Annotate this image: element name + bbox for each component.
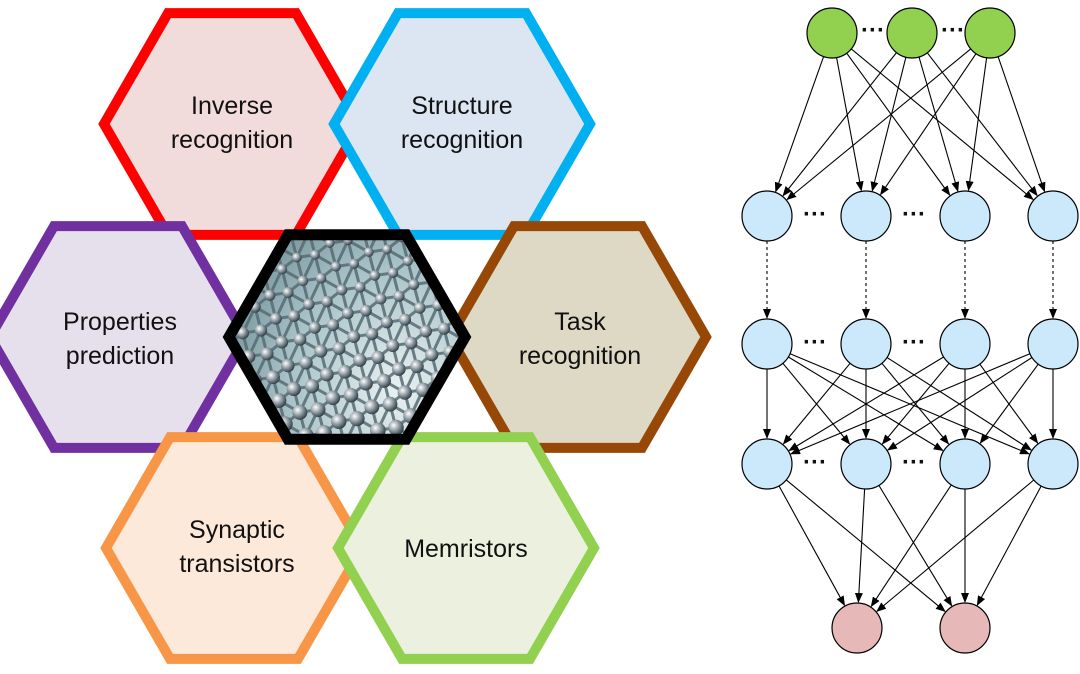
- hidden-layer1-ellipsis-2: ···: [902, 201, 926, 228]
- network-nodes: [741, 7, 1079, 654]
- hexagon-structure-recognition: Structure recognition: [328, 8, 596, 240]
- connection-hidden3-to-output: [870, 484, 952, 608]
- network-connections: [763, 48, 1057, 613]
- hidden-layer2-ellipsis-2: ···: [902, 329, 926, 356]
- hexagon-center-graphene: [222, 229, 472, 445]
- hexagon-inverse-line2: recognition: [171, 126, 293, 154]
- hexagon-synaptic-transistors: Synaptic transistors: [100, 432, 368, 664]
- connection-input-to-hidden1: [926, 52, 1038, 197]
- hexagon-synaptic-line1: Synaptic: [189, 516, 285, 544]
- input-layer-ellipsis-1: ···: [861, 17, 885, 44]
- hexagon-cluster: Inverse recognition Structure recognitio…: [0, 8, 712, 664]
- connection-hidden2-to-hidden3: [790, 353, 1031, 455]
- hexagon-memristors: Memristors: [332, 432, 600, 664]
- hidden3-node-2: [840, 438, 892, 490]
- input-node-2: [886, 7, 938, 59]
- connection-hidden3-to-output: [785, 479, 946, 613]
- input-node-1: [806, 7, 858, 59]
- connection-input-to-hidden1: [997, 56, 1046, 193]
- hexagon-task-line1: Task: [554, 308, 606, 336]
- connection-input-to-hidden1: [965, 57, 988, 192]
- hexagon-structure-shape: [328, 8, 596, 240]
- connection-input-to-hidden1: [880, 53, 977, 196]
- connection-hidden2-to-hidden3: [979, 363, 1039, 444]
- connection-hidden3-to-output: [878, 485, 953, 607]
- hexagon-structure-line2: recognition: [401, 126, 523, 154]
- input-layer-ellipsis-2: ···: [941, 17, 965, 44]
- hexagon-inverse-line1: Inverse: [191, 92, 273, 120]
- connection-hidden3-to-output: [976, 485, 1042, 606]
- hexagon-task-shape: [444, 221, 712, 453]
- hexagon-synaptic-shape: [100, 432, 368, 664]
- connection-input-to-hidden1: [774, 56, 825, 193]
- hidden3-node-3: [939, 438, 991, 490]
- connection-input-to-hidden1: [782, 52, 897, 197]
- hexagon-task-recognition: Task recognition: [444, 221, 712, 453]
- hidden1-node-2: [840, 190, 892, 242]
- connection-input-to-hidden1: [870, 57, 907, 192]
- hexagon-center-shape: [222, 229, 472, 445]
- connection-hidden3-to-output: [778, 485, 845, 607]
- connection-hidden2-to-hidden3: [881, 362, 950, 445]
- hexagon-inverse-shape: [98, 8, 366, 240]
- hidden2-node-1: [741, 318, 793, 370]
- hidden3-node-4: [1027, 438, 1079, 490]
- hexagon-memristors-shape: [332, 432, 600, 664]
- hidden2-node-2: [840, 318, 892, 370]
- connection-hidden2-to-hidden3: [887, 357, 1033, 451]
- connection-input-to-hidden1: [846, 52, 951, 196]
- hidden2-node-4: [1027, 318, 1079, 370]
- hexagon-properties-line1: Properties: [63, 308, 177, 336]
- hexagon-synaptic-line2: transistors: [179, 550, 294, 578]
- hidden1-node-4: [1027, 190, 1079, 242]
- connection-input-to-hidden1: [836, 57, 864, 192]
- hidden-layer3-ellipsis-1: ···: [803, 449, 827, 476]
- input-node-3: [964, 7, 1016, 59]
- network-ellipses: ··· ··· ··· ··· ··· ··· ··· ···: [803, 17, 965, 476]
- connection-hidden3-to-output: [876, 479, 1035, 612]
- hexagon-task-line2: recognition: [519, 342, 641, 370]
- connection-hidden2-to-hidden3: [788, 356, 944, 452]
- neural-network-diagram: ··· ··· ··· ··· ··· ··· ··· ···: [741, 7, 1079, 654]
- hexagon-memristors-line1: Memristors: [404, 535, 528, 563]
- hidden2-node-3: [939, 318, 991, 370]
- hidden1-node-1: [741, 190, 793, 242]
- hexagon-properties-line2: prediction: [66, 342, 174, 370]
- hexagon-structure-line1: Structure: [411, 92, 512, 120]
- output-node-2: [939, 602, 991, 654]
- hexagon-inverse-recognition: Inverse recognition: [98, 8, 366, 240]
- hidden1-node-3: [939, 190, 991, 242]
- hidden-layer3-ellipsis-2: ···: [902, 449, 926, 476]
- output-node-1: [831, 602, 883, 654]
- hidden-layer1-ellipsis-1: ···: [803, 201, 827, 228]
- connection-input-to-hidden1: [918, 56, 960, 192]
- connection-input-to-hidden1: [850, 48, 1034, 201]
- hidden3-node-1: [741, 438, 793, 490]
- hexagon-properties-shape: [0, 221, 252, 453]
- connection-hidden3-to-output: [854, 488, 866, 603]
- hexagon-properties-prediction: Properties prediction: [0, 221, 252, 453]
- connection-input-to-hidden1: [786, 48, 972, 201]
- connection-hidden2-to-hidden3: [782, 362, 851, 445]
- hidden-layer2-ellipsis-1: ···: [803, 329, 827, 356]
